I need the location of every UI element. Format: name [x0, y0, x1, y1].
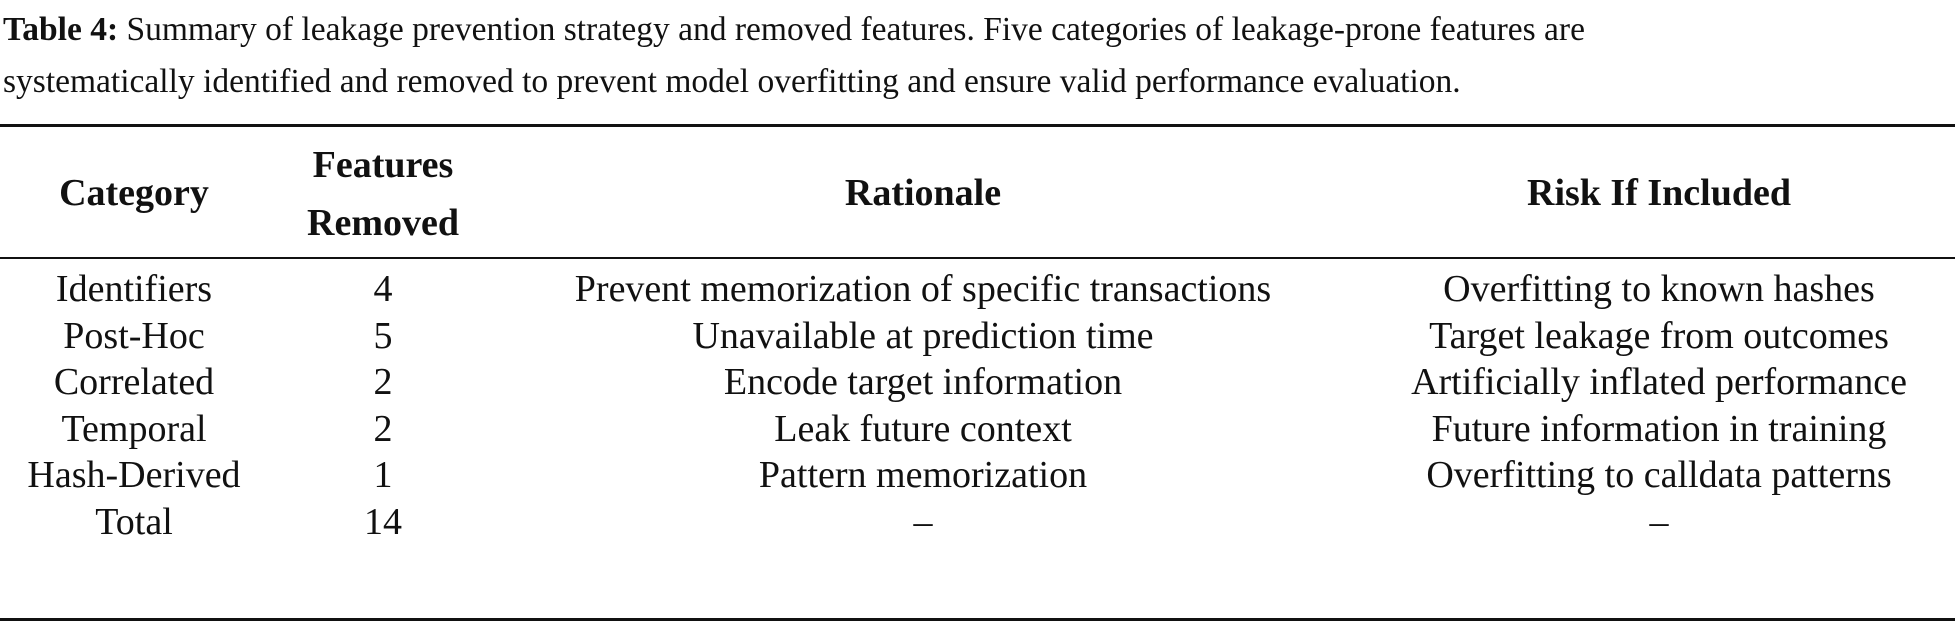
- cell-category: Correlated: [53, 361, 215, 403]
- cell-risk: –: [1649, 500, 1669, 543]
- header-risk: Risk If Included: [1527, 172, 1791, 214]
- cell-rationale: Prevent memorization of specific transac…: [574, 268, 1272, 310]
- cell-risk: Overfitting to calldata patterns: [1426, 454, 1892, 496]
- cell-features-removed: 4: [373, 268, 393, 310]
- cell-features-removed: 5: [373, 314, 393, 357]
- cell-category: Temporal: [61, 407, 207, 450]
- table-top-rule: [0, 124, 1955, 127]
- cell-risk: Future information in training: [1431, 407, 1887, 450]
- caption-label: Table 4:: [3, 11, 119, 48]
- cell-category: Hash-Derived: [27, 454, 241, 496]
- table-caption: Table 4: Summary of leakage prevention s…: [3, 4, 1951, 108]
- table-bottom-rule: [0, 618, 1955, 621]
- header-features-removed: Features Removed: [283, 136, 483, 252]
- cell-rationale: Pattern memorization: [758, 454, 1088, 496]
- cell-category: Post-Hoc: [63, 314, 205, 357]
- cell-features-removed: 1: [373, 454, 393, 496]
- caption-line-1: Table 4: Summary of leakage prevention s…: [3, 4, 1951, 56]
- cell-rationale: Leak future context: [774, 407, 1072, 450]
- cell-rationale: Encode target information: [723, 361, 1123, 403]
- cell-features-removed: 2: [373, 361, 393, 403]
- cell-risk: Overfitting to known hashes: [1443, 268, 1875, 310]
- cell-category: Identifiers: [55, 268, 213, 310]
- header-features-line-2: Removed: [307, 202, 459, 244]
- header-rationale: Rationale: [844, 172, 1002, 214]
- caption-line-2: systematically identified and removed to…: [3, 63, 1461, 100]
- header-category: Category: [59, 172, 209, 214]
- cell-rationale: –: [913, 500, 933, 543]
- table-header-rule: [0, 257, 1955, 259]
- header-features-line-1: Features: [312, 144, 454, 186]
- cell-rationale: Unavailable at prediction time: [692, 314, 1154, 357]
- caption-text-1: Summary of leakage prevention strategy a…: [126, 11, 1585, 48]
- cell-risk: Artificially inflated performance: [1411, 361, 1907, 403]
- cell-risk: Target leakage from outcomes: [1429, 314, 1889, 357]
- cell-category: Total: [95, 500, 173, 543]
- cell-features-removed: 2: [373, 407, 393, 450]
- cell-features-removed: 14: [364, 500, 402, 543]
